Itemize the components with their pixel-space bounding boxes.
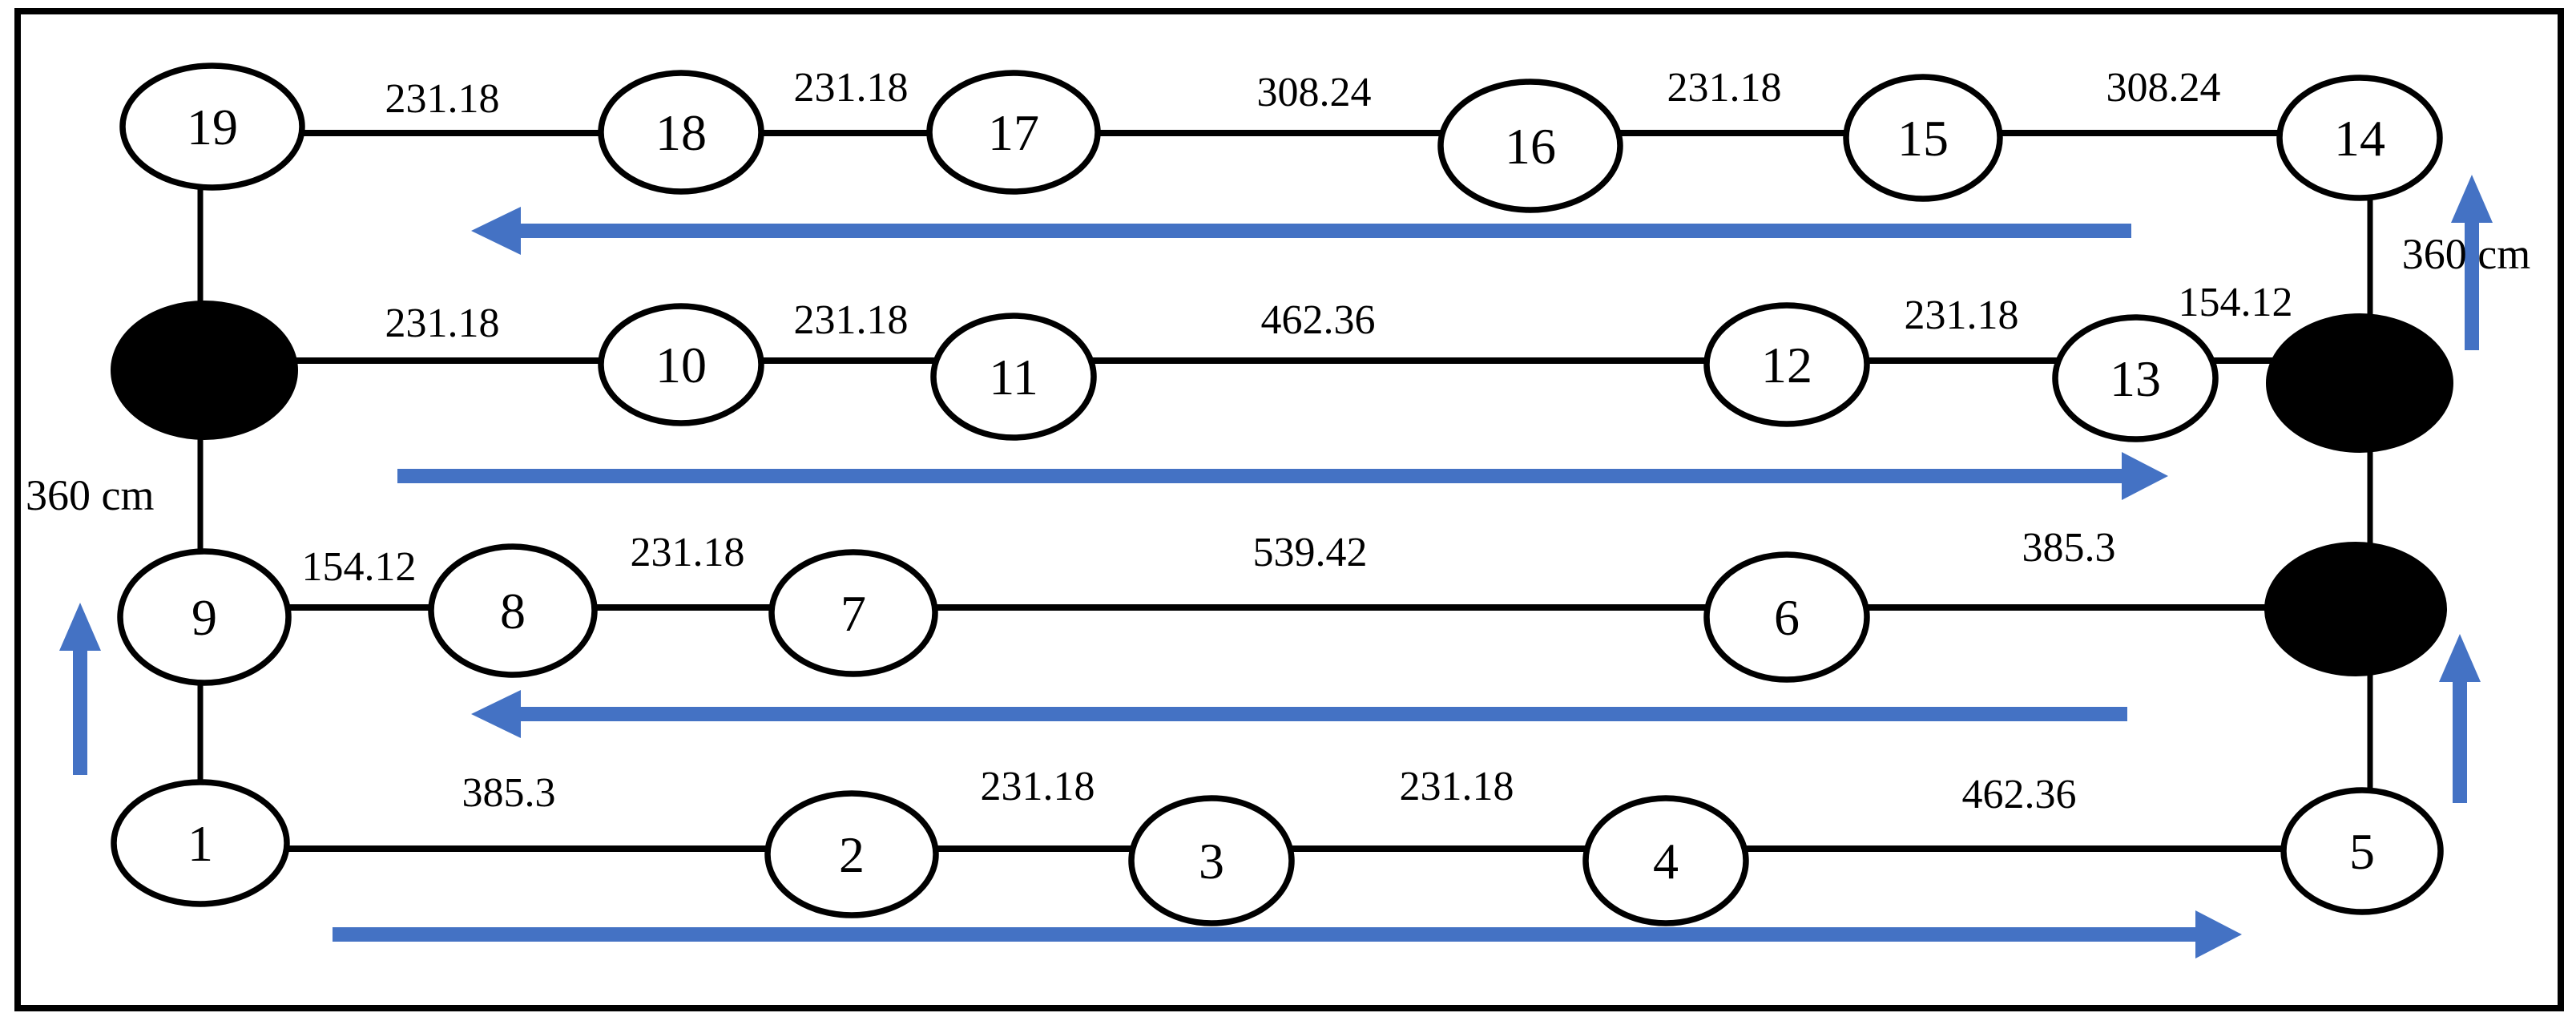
flow-arrow-left-side-up xyxy=(59,603,101,775)
node-3-ellipse xyxy=(1128,795,1295,926)
node-11: 11 xyxy=(930,313,1097,441)
node-10: 10 xyxy=(598,303,764,426)
edge-label-15-14: 308.24 xyxy=(2106,65,2221,111)
node-7-ellipse xyxy=(768,549,938,677)
edge-label-9-8: 154.12 xyxy=(302,544,417,590)
flow-arrow-right-lower-up xyxy=(2439,634,2481,803)
node-12: 12 xyxy=(1703,302,1870,427)
flow-arrow-below-third-row-left xyxy=(471,690,2127,738)
node-12-ellipse xyxy=(1703,302,1870,427)
edge-label-6-depot: 385.3 xyxy=(2022,525,2116,571)
flow-arrow-right-upper-up xyxy=(2451,175,2493,350)
edge-label-13-depot: 154.12 xyxy=(2179,280,2293,325)
node-14-ellipse xyxy=(2276,75,2443,201)
edge-label-12-13: 231.18 xyxy=(1905,293,2019,338)
node-15-label: 15 xyxy=(1897,110,1949,167)
node-6-label: 6 xyxy=(1774,589,1800,646)
node-7-label: 7 xyxy=(841,585,866,642)
node-13: 13 xyxy=(2052,314,2219,442)
node-4: 4 xyxy=(1582,795,1749,926)
node-18-ellipse xyxy=(598,70,764,195)
node-4-ellipse xyxy=(1582,795,1749,926)
edge-label-4-5: 462.36 xyxy=(1962,772,2077,817)
node-17-label: 17 xyxy=(988,104,1039,161)
node-2: 2 xyxy=(764,790,939,918)
edge-label-19-18: 231.18 xyxy=(385,76,500,122)
node-9-ellipse xyxy=(117,548,292,686)
node-19: 19 xyxy=(119,63,305,191)
edge-label-2-3: 231.18 xyxy=(981,764,1095,809)
node-5-label: 5 xyxy=(2349,823,2375,880)
node-3-label: 3 xyxy=(1199,833,1224,890)
edge-label-16-15: 231.18 xyxy=(1667,65,1782,111)
edge-label-18-17: 231.18 xyxy=(794,65,909,111)
node-14: 14 xyxy=(2276,75,2443,201)
node-6-ellipse xyxy=(1703,551,1870,683)
node-19-ellipse xyxy=(119,63,305,191)
node-1-label: 1 xyxy=(187,815,213,872)
node-19-label: 19 xyxy=(187,99,238,155)
edge-label-17-16: 308.24 xyxy=(1257,70,1372,115)
edge-label-3-4: 231.18 xyxy=(1400,764,1514,809)
node-13-label: 13 xyxy=(2110,350,2161,407)
node-15-ellipse xyxy=(1843,74,2003,202)
node-3: 3 xyxy=(1128,795,1295,926)
edge-label-10-11: 231.18 xyxy=(794,297,909,343)
node-9-label: 9 xyxy=(191,589,217,646)
node-2-label: 2 xyxy=(839,826,865,883)
node-5: 5 xyxy=(2280,787,2444,915)
node-17: 17 xyxy=(926,70,1101,195)
node-10-label: 10 xyxy=(655,337,707,393)
filled-node-left xyxy=(111,301,298,440)
node-12-label: 12 xyxy=(1761,337,1812,393)
node-18: 18 xyxy=(598,70,764,195)
flow-arrow-below-bottom-row-right xyxy=(333,910,2242,958)
left-vertical-distance-label: 360 cm xyxy=(26,471,154,519)
node-6: 6 xyxy=(1703,551,1870,683)
node-17-ellipse xyxy=(926,70,1101,195)
edge-label-7-6: 539.42 xyxy=(1253,530,1368,575)
filled-node-right-upper xyxy=(2266,313,2453,453)
node-2-ellipse xyxy=(764,790,939,918)
node-11-label: 11 xyxy=(989,349,1038,406)
node-15: 15 xyxy=(1843,74,2003,202)
edge-label-11-12: 462.36 xyxy=(1261,297,1376,343)
figure-border xyxy=(14,8,2564,1011)
node-11-ellipse xyxy=(930,313,1097,441)
node-4-label: 4 xyxy=(1653,833,1679,890)
node-16: 16 xyxy=(1437,79,1623,213)
right-vertical-distance-label: 360 cm xyxy=(2402,230,2530,278)
flow-arrow-below-second-row-right xyxy=(397,452,2168,500)
node-8-label: 8 xyxy=(500,583,526,640)
node-5-ellipse xyxy=(2280,787,2444,915)
flow-arrow-below-top-row-left xyxy=(471,207,2131,255)
node-9: 9 xyxy=(117,548,292,686)
node-10-ellipse xyxy=(598,303,764,426)
node-1: 1 xyxy=(111,779,290,907)
edge-label-8-7: 231.18 xyxy=(631,530,745,575)
node-8: 8 xyxy=(428,543,598,678)
node-14-label: 14 xyxy=(2334,110,2385,167)
node-16-label: 16 xyxy=(1505,118,1556,175)
filled-node-right-lower xyxy=(2264,542,2447,676)
node-16-ellipse xyxy=(1437,79,1623,213)
node-18-label: 18 xyxy=(655,104,707,161)
edge-label-1-2: 385.3 xyxy=(462,770,556,816)
node-1-ellipse xyxy=(111,779,290,907)
node-8-ellipse xyxy=(428,543,598,678)
edge-label-depot-10: 231.18 xyxy=(385,301,500,346)
node-7: 7 xyxy=(768,549,938,677)
node-13-ellipse xyxy=(2052,314,2219,442)
